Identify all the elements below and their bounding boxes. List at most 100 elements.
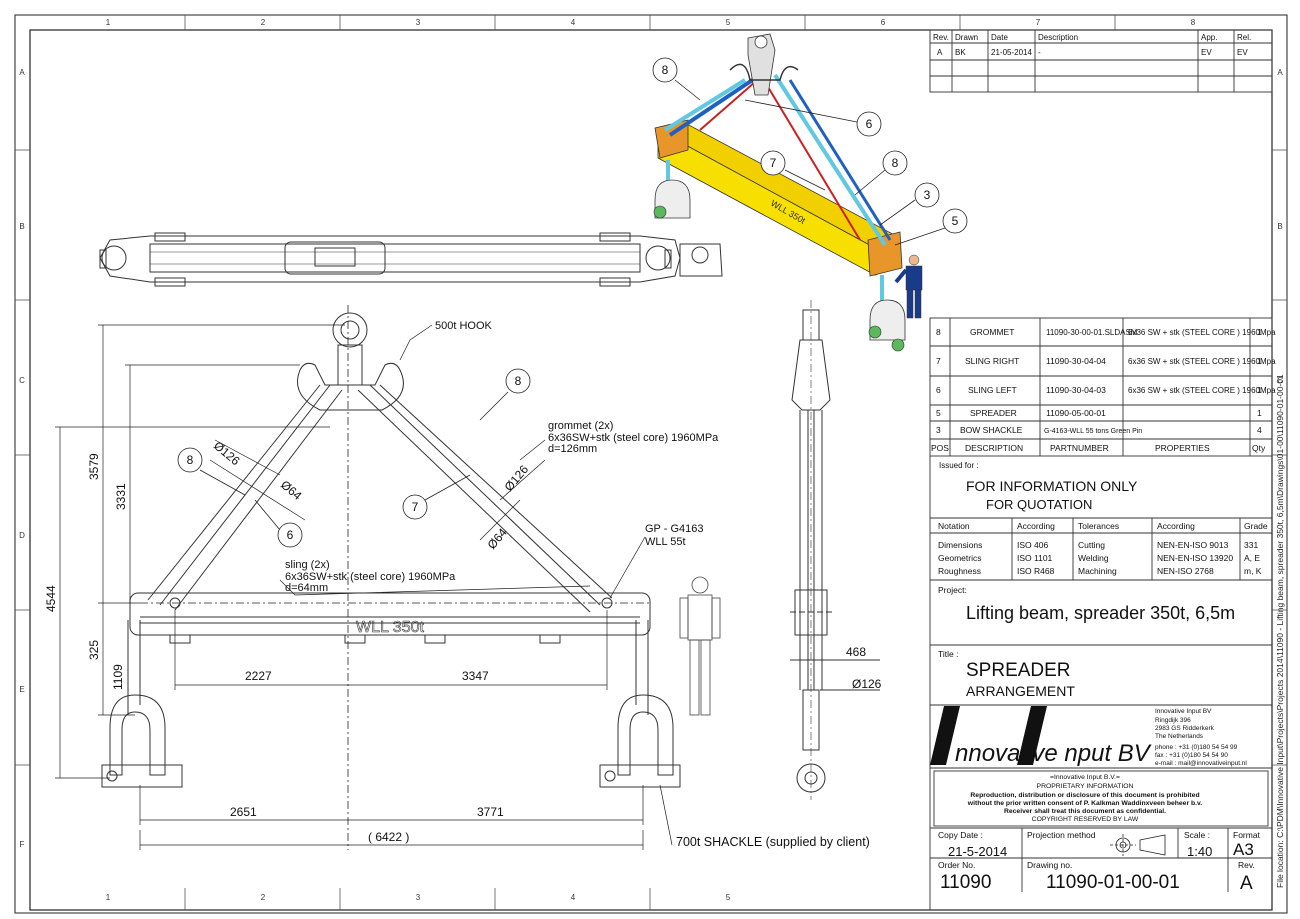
bom-part: 11090-30-04-04 <box>1046 356 1106 366</box>
drawing-value: 11090-01-00-01 <box>1046 872 1180 893</box>
dim-dia126-side: Ø126 <box>852 677 882 691</box>
company-email: e-mail : mail@innovativeinput.nl <box>1155 760 1247 767</box>
rev-header: Rel. <box>1237 33 1251 42</box>
rev-cell: EV <box>1237 48 1248 57</box>
notation-cell: NEN-ISO 2768 <box>1157 566 1214 576</box>
bom-part: 11090-30-04-03 <box>1046 385 1106 395</box>
notation-cell: Geometrics <box>938 553 981 563</box>
grommet-spec: 6x36SW+stk (steel core) 1960MPa <box>548 432 719 444</box>
bom-desc: SLING LEFT <box>968 385 1017 395</box>
copy-date: 21-5-2014 <box>948 844 1007 859</box>
balloon-7: 7 <box>412 500 419 514</box>
notation-cell: NEN-EN-ISO 13920 <box>1157 553 1233 563</box>
balloon-8: 8 <box>662 63 669 77</box>
shackle-label: 700t SHACKLE (supplied by client) <box>676 835 870 849</box>
logo-text: nnovative nput BV <box>955 740 1152 767</box>
projection-symbol <box>1110 834 1166 856</box>
proprietary-line: PROPRIETARY INFORMATION <box>1037 783 1134 790</box>
balloon-7: 7 <box>770 156 777 170</box>
col-label: 4 <box>571 893 576 902</box>
notation-cell: Dimensions <box>938 540 982 550</box>
dim-325: 325 <box>87 640 101 660</box>
notation-header: According <box>1157 521 1195 531</box>
proprietary-line: without the prior written consent of P. … <box>967 800 1203 807</box>
scale-value: 1:40 <box>1187 844 1212 859</box>
col-label: 1 <box>106 18 111 27</box>
format-label: Format <box>1233 830 1261 840</box>
row-label: B <box>1277 222 1282 231</box>
bom-header: POS <box>931 443 949 453</box>
row-label: E <box>19 685 24 694</box>
outer-frame <box>14 14 1288 914</box>
rev-cell: A <box>937 48 943 57</box>
gp-wll: WLL 55t <box>645 536 686 548</box>
rev-header: Date <box>991 33 1008 42</box>
bom-part: G-4163-WLL 55 tons Green Pin <box>1044 428 1142 435</box>
bom-props: 6x36 SW + stk (STEEL CORE ) 1960Mpa <box>1128 328 1276 337</box>
balloon-8: 8 <box>892 156 899 170</box>
bom-qty: 1 <box>1257 385 1262 395</box>
notation-cell: 331 <box>1244 540 1258 550</box>
dim-468: 468 <box>846 645 866 659</box>
bom-header: DESCRIPTION <box>965 443 1023 453</box>
side-view <box>790 300 880 800</box>
rev-header: Rev. <box>933 33 949 42</box>
top-view <box>99 232 723 287</box>
bom-props: 6x36 SW + stk (STEEL CORE ) 1960Mpa <box>1128 357 1276 366</box>
dim-dia64-right: Ø64 <box>485 525 511 552</box>
notation-cell: ISO R468 <box>1017 566 1055 576</box>
notation-header: Notation <box>938 521 970 531</box>
dim-3771: 3771 <box>477 805 504 819</box>
dim-dia126-right: Ø126 <box>502 462 532 494</box>
bom-desc: SPREADER <box>970 408 1017 418</box>
notation-cell: Roughness <box>938 566 981 576</box>
notation-header: According <box>1017 521 1055 531</box>
front-view <box>101 312 681 788</box>
bom-desc: BOW SHACKLE <box>960 425 1023 435</box>
col-label: 3 <box>416 18 421 27</box>
proprietary-line: COPYRIGHT RESERVED BY LAW <box>1032 816 1139 823</box>
dim-1109: 1109 <box>111 664 125 690</box>
balloon-6: 6 <box>866 117 873 131</box>
company-street: Ringdijk 396 <box>1155 717 1191 724</box>
bom-part: 11090-30-00-01.SLDASM <box>1046 328 1138 337</box>
col-label: 1 <box>106 893 111 902</box>
rev-label: Rev. <box>1238 860 1255 870</box>
dim-3331: 3331 <box>114 483 128 510</box>
dim-4544: 4544 <box>44 585 58 612</box>
bom-header: PARTNUMBER <box>1050 443 1109 453</box>
col-label: 5 <box>726 18 731 27</box>
row-label: A <box>19 68 25 77</box>
bom-desc: SLING RIGHT <box>965 356 1019 366</box>
person-figure <box>894 254 923 319</box>
col-label: 4 <box>571 18 576 27</box>
row-label: D <box>19 531 25 540</box>
rev-cell: EV <box>1201 48 1212 57</box>
rev-header: Description <box>1038 33 1078 42</box>
notation-cell: m, K <box>1244 566 1262 576</box>
sling-label: sling (2x) <box>285 559 330 571</box>
title-line2: ARRANGEMENT <box>966 683 1075 699</box>
title-line1: SPREADER <box>966 660 1071 681</box>
rev-cell: - <box>1038 48 1041 57</box>
copy-date-label: Copy Date : <box>938 830 983 840</box>
company-phone: phone : +31 (0)180 54 54 99 <box>1155 744 1238 751</box>
dim-dia64-left: Ø64 <box>278 478 305 504</box>
project-value: Lifting beam, spreader 350t, 6,5m <box>966 603 1235 623</box>
balloon-8: 8 <box>187 453 194 467</box>
bom-part: 11090-05-00-01 <box>1046 408 1106 418</box>
row-label: B <box>19 222 24 231</box>
title-label: Title : <box>938 649 958 659</box>
drawing-label: Drawing no. <box>1027 860 1072 870</box>
col-label: 5 <box>726 893 731 902</box>
file-location: File location: C:\PDM\Innovative Input\P… <box>1275 374 1285 888</box>
row-label: C <box>1277 376 1283 385</box>
col-label: 2 <box>261 18 266 27</box>
sling-diameter: d=64mm <box>285 582 328 594</box>
notation-cell: ISO 1101 <box>1017 553 1053 563</box>
hook-label: 500t HOOK <box>435 320 493 332</box>
col-label: 3 <box>416 893 421 902</box>
bom-desc: GROMMET <box>970 327 1014 337</box>
col-label: 7 <box>1036 18 1041 27</box>
